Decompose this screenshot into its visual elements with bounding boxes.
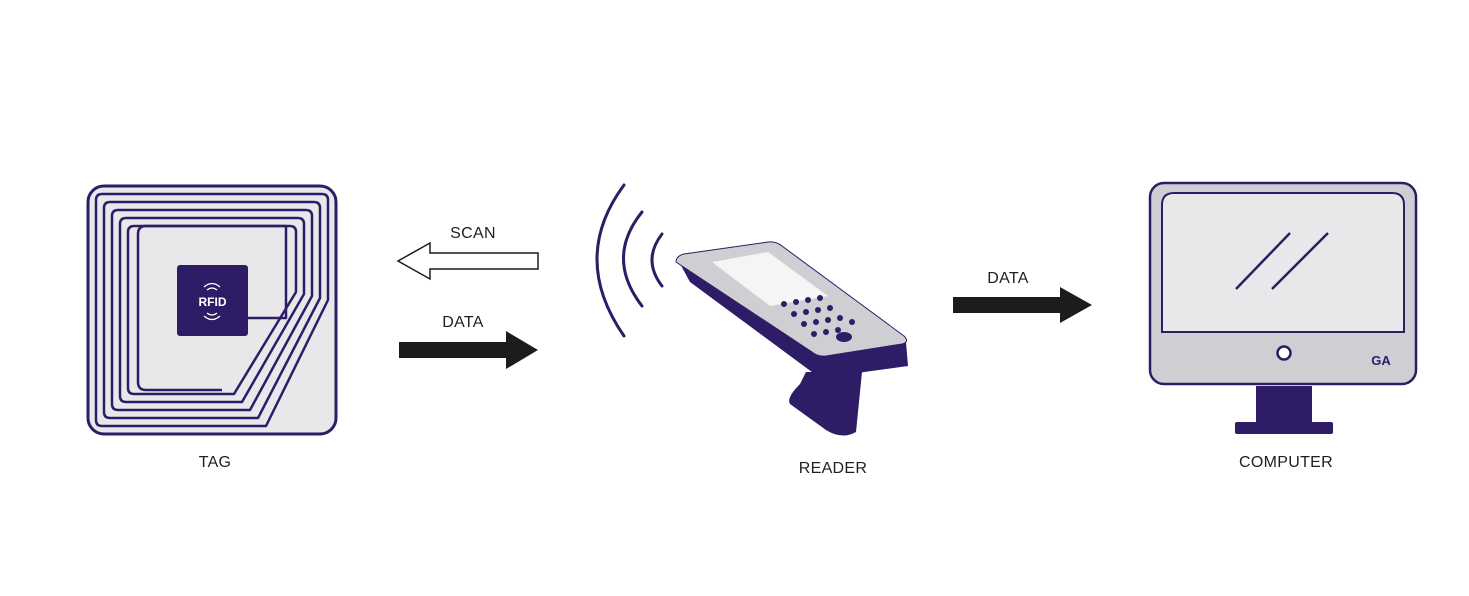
radio-waves-icon (595, 183, 664, 338)
computer-label: COMPUTER (1239, 454, 1333, 471)
rfid-tag-icon (86, 184, 338, 436)
data-arrow-icon (953, 287, 1092, 323)
computer-brand-text: GA (1371, 353, 1391, 368)
computer-monitor-icon (1148, 181, 1418, 434)
reader-label: READER (799, 460, 867, 477)
data-label-left: DATA (442, 314, 484, 331)
handheld-reader-icon (675, 241, 908, 436)
scan-arrow-icon (396, 241, 539, 281)
tag-chip-text: RFID (199, 295, 227, 309)
scan-label: SCAN (450, 225, 496, 242)
tag-label: TAG (199, 454, 232, 471)
data-label-right: DATA (987, 270, 1029, 287)
data-arrow-icon (399, 331, 538, 369)
